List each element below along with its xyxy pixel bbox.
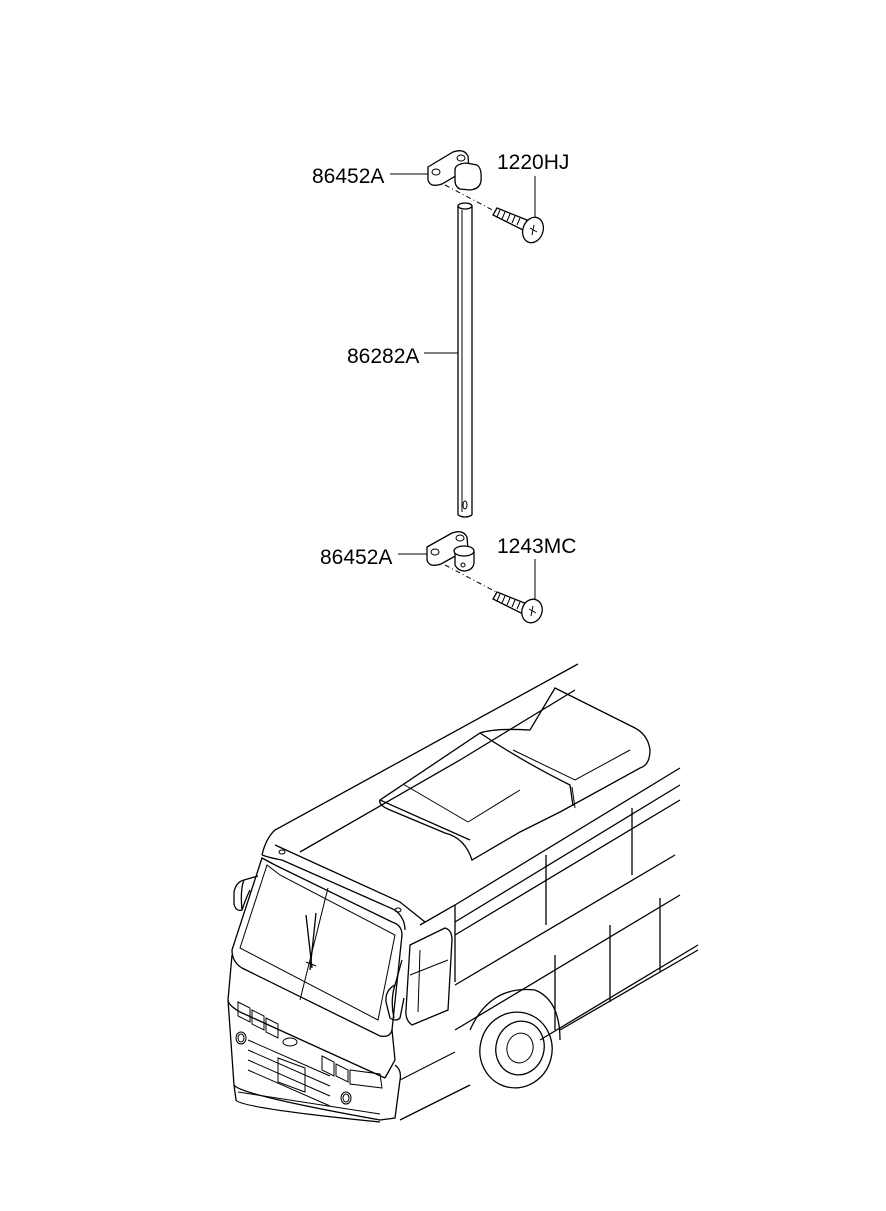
leader-lines <box>390 173 536 600</box>
headlights-right <box>321 1055 383 1105</box>
bracket-upper-part <box>427 150 501 215</box>
label-rod[interactable]: 86282A <box>347 345 419 368</box>
front-wheel <box>469 988 561 1089</box>
label-screw-lower[interactable]: 1243MC <box>497 535 576 558</box>
windshield <box>231 857 403 1038</box>
label-screw-upper[interactable]: 1220HJ <box>497 151 569 174</box>
label-bracket-upper[interactable]: 86452A <box>312 165 384 188</box>
roof-unit <box>379 687 651 861</box>
wiper <box>305 912 317 971</box>
screw-lower-part <box>492 591 543 624</box>
grille <box>247 1039 331 1107</box>
bracket-lower-part <box>426 531 501 595</box>
screw-upper-part <box>492 207 545 244</box>
label-bracket-lower[interactable]: 86452A <box>320 546 392 569</box>
side-mirror-left <box>233 875 259 912</box>
rod-part <box>457 202 473 518</box>
headlights-left <box>235 1001 279 1045</box>
bus-illustration <box>227 663 699 1123</box>
logo-emblem <box>282 1037 298 1047</box>
side-mirror-right <box>385 959 405 1021</box>
